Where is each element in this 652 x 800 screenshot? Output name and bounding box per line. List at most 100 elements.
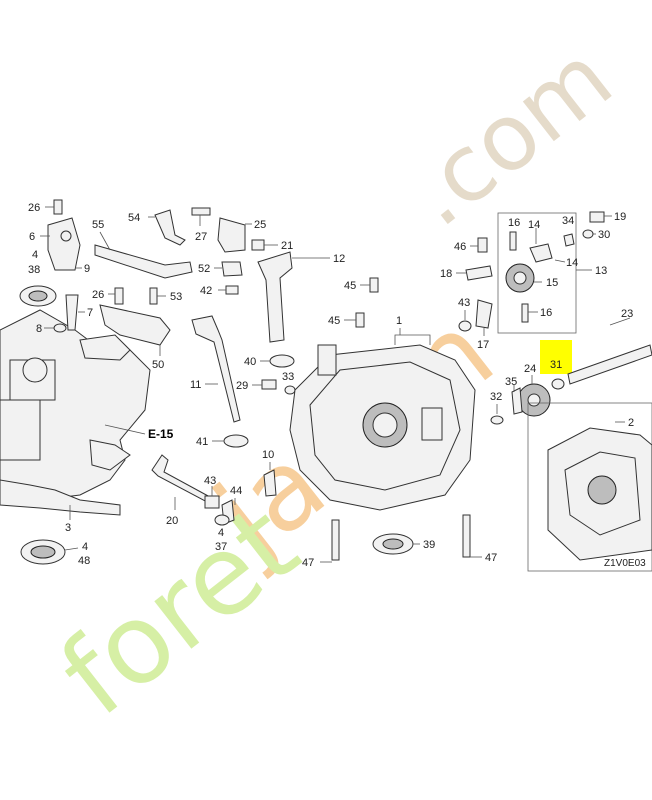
figure-code: Z1V0E03 <box>604 558 646 569</box>
label-47-left: 47 <box>302 557 314 569</box>
crankcase-cover <box>289 344 476 511</box>
label-43-left: 43 <box>204 475 216 487</box>
label-48: 48 <box>78 555 90 567</box>
gear-24 <box>517 383 551 417</box>
highlight-31 <box>540 340 572 374</box>
label-25: 25 <box>254 219 266 231</box>
lever-55 <box>94 244 193 279</box>
label-8: 8 <box>36 323 42 335</box>
label-16-low: 16 <box>540 307 552 319</box>
part-43-left <box>204 495 220 509</box>
label-47-right: 47 <box>485 552 497 564</box>
label-31: 31 <box>550 359 562 371</box>
label-9: 9 <box>84 263 90 275</box>
label-43-right: 43 <box>458 297 470 309</box>
bolt-53 <box>149 287 158 305</box>
pin-45-mid <box>355 312 365 328</box>
engine-block <box>0 309 151 516</box>
label-3: 3 <box>65 522 71 534</box>
washer-32 <box>490 415 504 425</box>
label-1: 1 <box>396 315 402 327</box>
washer-31 <box>551 378 565 390</box>
part-8 <box>53 323 67 333</box>
label-23: 23 <box>621 308 633 320</box>
bolt-42 <box>225 285 239 295</box>
label-40: 40 <box>244 356 256 368</box>
governor-assembly <box>505 231 553 323</box>
bolt-27 <box>191 207 211 216</box>
label-4-bearing: 4 <box>82 541 88 553</box>
part-7 <box>65 294 79 331</box>
washer-33 <box>284 385 296 395</box>
cap-21 <box>251 239 265 251</box>
section-ref: E-15 <box>148 427 174 441</box>
bracket-25 <box>217 217 246 253</box>
label-13: 13 <box>595 265 607 277</box>
label-20: 20 <box>166 515 178 527</box>
bolt-47-right <box>462 514 471 558</box>
label-24: 24 <box>524 363 536 375</box>
label-6: 6 <box>29 231 35 243</box>
pin-45-top <box>369 277 379 293</box>
clip-34 <box>563 233 575 247</box>
shaft-17 <box>475 299 493 329</box>
label-27: 27 <box>195 231 207 243</box>
label-11: 11 <box>190 379 201 391</box>
oring-41 <box>223 434 249 448</box>
bracket-54 <box>154 209 186 246</box>
washer-30 <box>582 229 594 239</box>
bearing <box>20 539 66 565</box>
label-50: 50 <box>152 359 164 371</box>
label-4-top: 4 <box>32 249 38 261</box>
label-55: 55 <box>92 219 104 231</box>
label-42: 42 <box>200 285 212 297</box>
governor-group-box <box>497 212 577 334</box>
label-44: 44 <box>230 485 242 497</box>
bolt-47-left <box>331 519 340 561</box>
arm-18 <box>465 265 493 281</box>
label-39: 39 <box>423 539 435 551</box>
label-45-top: 45 <box>344 280 356 292</box>
label-45-mid: 45 <box>328 315 340 327</box>
label-17: 17 <box>477 339 489 351</box>
part-2-case <box>547 427 652 561</box>
label-26-top: 26 <box>28 202 40 214</box>
oil-seal-left <box>19 285 57 307</box>
bolt-19 <box>589 211 605 223</box>
washer-43-right <box>458 320 472 332</box>
part-10 <box>263 469 277 497</box>
label-14-right: 14 <box>566 257 578 269</box>
label-30: 30 <box>598 229 610 241</box>
inset-frame-2 <box>527 402 652 572</box>
label-10: 10 <box>262 449 274 461</box>
bracket-6 <box>47 217 81 271</box>
label-41: 41 <box>196 436 208 448</box>
filler-tube-12 <box>257 251 293 343</box>
label-53: 53 <box>170 291 182 303</box>
label-52: 52 <box>198 263 210 275</box>
label-19: 19 <box>614 211 626 223</box>
label-35: 35 <box>505 376 517 388</box>
label-4-lower: 4 <box>218 527 224 539</box>
bolt-29 <box>261 379 277 390</box>
label-37: 37 <box>215 541 227 553</box>
label-32: 32 <box>490 391 502 403</box>
label-38: 38 <box>28 264 40 276</box>
dipstick-11 <box>191 315 241 423</box>
bolt-26-mid <box>114 287 124 305</box>
label-7: 7 <box>87 307 93 319</box>
bolt-26-top <box>53 199 63 215</box>
label-33: 33 <box>282 371 294 383</box>
label-46: 46 <box>454 241 466 253</box>
oil-seal-39 <box>372 533 414 555</box>
bolt-46 <box>477 237 488 253</box>
label-29: 29 <box>236 380 248 392</box>
oring-40 <box>269 354 295 368</box>
label-34: 34 <box>562 215 574 227</box>
clip-52 <box>221 261 243 277</box>
label-14-top: 14 <box>528 219 540 231</box>
label-16-top: 16 <box>508 217 520 229</box>
grommet-37 <box>214 514 230 526</box>
label-12: 12 <box>333 253 345 265</box>
